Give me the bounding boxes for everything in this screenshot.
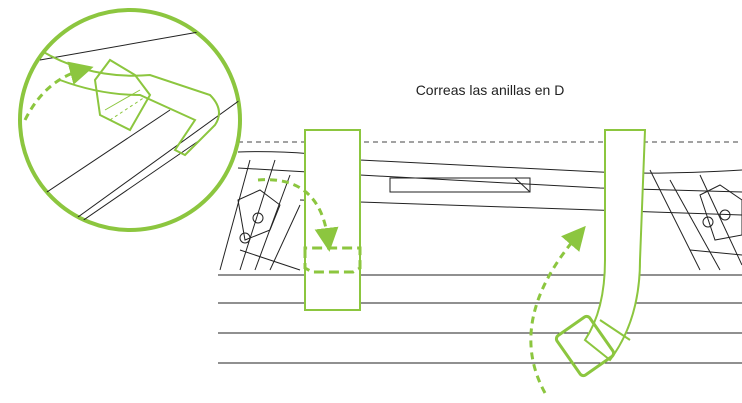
d-ring-icon xyxy=(303,246,362,274)
strap-right xyxy=(554,129,647,378)
d-ring-icon xyxy=(554,314,616,378)
bed-frame xyxy=(218,151,742,364)
detail-zoom-circle xyxy=(18,8,242,232)
strap-left xyxy=(303,129,362,311)
diagram-caption: Correas las anillas en D xyxy=(415,82,565,98)
curved-dashed-arrow-icon xyxy=(529,225,586,394)
curved-dashed-arrow-icon xyxy=(23,61,94,121)
curved-dashed-arrow-icon xyxy=(257,178,339,252)
